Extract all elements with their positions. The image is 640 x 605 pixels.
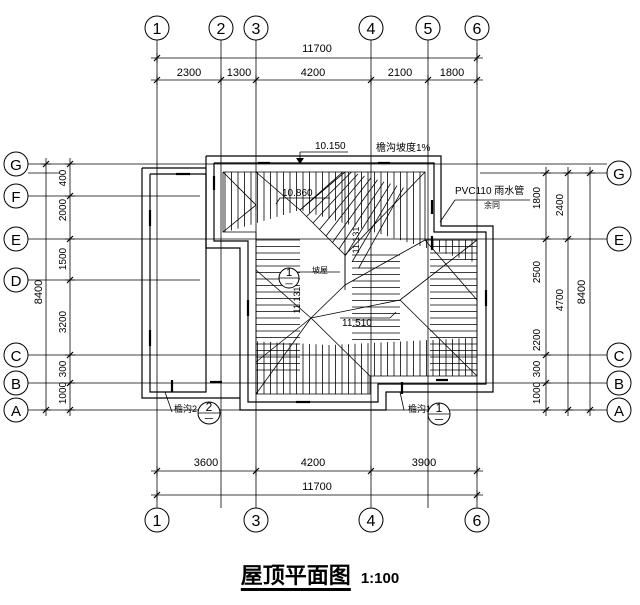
grid-label: 1 xyxy=(153,21,162,38)
grid-bubble-top-2: 2 xyxy=(208,15,234,41)
section-number: 2 xyxy=(206,400,213,414)
dim-top-segment: 4200 xyxy=(301,67,325,79)
dim-left-segment: 300 xyxy=(58,360,69,377)
grid-bubble-right-A: A xyxy=(606,397,632,423)
grid-label: 4 xyxy=(367,513,376,530)
grid-bubble-left-C: C xyxy=(3,342,29,368)
dim-top-segment: 2100 xyxy=(388,67,412,79)
dim-top-overall: 11700 xyxy=(302,43,332,55)
grid-bubble-top-3: 3 xyxy=(243,15,269,41)
elevation-upper: 10.860 xyxy=(282,188,313,199)
dim-right-inner: 2500 xyxy=(532,260,543,283)
grid-bubble-top-5: 5 xyxy=(415,15,441,41)
grid-label: G xyxy=(613,166,625,183)
section-number: 1 xyxy=(436,401,443,415)
section-number: 1 xyxy=(286,267,292,279)
grid-bubble-left-A: A xyxy=(3,397,29,423)
grid-label: 1 xyxy=(153,513,162,530)
grid-label: 6 xyxy=(473,513,482,530)
grid-bubble-left-E: E xyxy=(3,226,29,252)
grid-label: B xyxy=(614,376,624,393)
grid-bubble-left-B: B xyxy=(3,370,29,396)
dim-right-inner: 300 xyxy=(532,360,543,377)
section-callout-center: 1 一 xyxy=(278,267,300,289)
grid-lines xyxy=(28,40,607,508)
dim-bottom-segment: 4200 xyxy=(301,457,325,469)
grid-bubble-right-B: B xyxy=(606,370,632,396)
grid-bubble-bottom-3: 3 xyxy=(243,507,269,533)
drawing-title: 屋顶平面图 xyxy=(240,564,351,589)
grid-label: E xyxy=(614,232,624,249)
gutter-slope-note: 檐沟坡度1% xyxy=(376,141,431,154)
section-callout-right: 1 一 xyxy=(427,401,451,426)
drawing-scale: 1:100 xyxy=(360,570,400,587)
roof-outline xyxy=(141,151,530,413)
grid-bubble-bottom-1: 1 xyxy=(144,507,170,533)
grid-label: A xyxy=(11,403,21,420)
grid-bubble-top-4: 4 xyxy=(358,15,384,41)
grid-label: 6 xyxy=(473,21,482,38)
dim-bottom-segment: 3900 xyxy=(412,457,436,469)
section-callout-left: 2 一 xyxy=(197,400,221,425)
rain-pipe-subnote: 余同 xyxy=(484,200,500,210)
grid-bubble-right-G: G xyxy=(606,160,632,186)
dim-right-overall: 8400 xyxy=(576,280,588,304)
dim-bottom-segment: 3600 xyxy=(194,457,218,469)
elevation-vertical: 11.131 xyxy=(292,287,302,314)
drawing-caption: 屋顶平面图 1:100 xyxy=(0,558,640,598)
section-sheet: 一 xyxy=(204,414,213,424)
elevation-vertical: 11.131 xyxy=(351,227,361,254)
grid-label: F xyxy=(11,189,20,206)
section-sheet: 一 xyxy=(434,415,443,425)
dim-left-segment: 1000 xyxy=(58,381,69,404)
dim-left-segment: 3200 xyxy=(58,310,69,333)
grid-bubble-left-D: D xyxy=(3,267,29,293)
grid-label: G xyxy=(10,157,22,174)
roof-plan-drawing: 1 2 3 4 5 6 1 3 4 6 G F E D C B A G E C … xyxy=(3,15,632,533)
dim-top-segment: 2300 xyxy=(177,67,201,79)
grid-label: D xyxy=(11,273,22,290)
grid-bubble-right-E: E xyxy=(606,226,632,252)
dimension-lines xyxy=(41,53,595,500)
dim-left-overall: 8400 xyxy=(33,280,45,304)
section-sheet: 一 xyxy=(285,280,293,289)
grid-bubble-right-C: C xyxy=(606,342,632,368)
grid-label: 2 xyxy=(217,21,226,38)
grid-label: A xyxy=(614,403,624,420)
grid-bubble-bottom-4: 4 xyxy=(358,507,384,533)
roof-label: 坡屋 xyxy=(312,265,328,275)
dim-right-mid: 2400 xyxy=(555,193,566,216)
grid-bubble-left-F: F xyxy=(3,183,29,209)
dim-left-segment: 2000 xyxy=(58,198,69,221)
grid-label: C xyxy=(614,348,625,365)
dim-left-segment: 400 xyxy=(58,169,69,186)
grid-label: 3 xyxy=(252,513,261,530)
dim-bottom-overall: 11700 xyxy=(302,481,332,493)
dim-right-inner: 2200 xyxy=(532,328,543,351)
grid-label: 4 xyxy=(367,21,376,38)
dim-left-segment: 1500 xyxy=(58,247,69,270)
grid-bubble-top-6: 6 xyxy=(464,15,490,41)
grid-bubble-left-G: G xyxy=(3,151,29,177)
grid-label: 5 xyxy=(424,21,433,38)
grid-label: 3 xyxy=(252,21,261,38)
detail-label-left: 檐沟2 xyxy=(174,403,197,414)
dim-top-segment: 1300 xyxy=(227,67,251,79)
grid-label: B xyxy=(11,376,21,393)
detail-label-right: 檐沟1 xyxy=(408,403,431,414)
grid-label: C xyxy=(11,348,22,365)
grid-label: E xyxy=(11,232,21,249)
grid-bubble-bottom-6: 6 xyxy=(464,507,490,533)
dim-right-inner: 1000 xyxy=(532,381,543,404)
dim-top-segment: 1800 xyxy=(440,67,464,79)
elevation-top: 10.150 xyxy=(315,141,346,152)
elevation-center: 11.510 xyxy=(342,318,372,329)
dim-right-inner: 1800 xyxy=(532,186,543,209)
rain-pipe-note: PVC110 雨水管 xyxy=(455,184,524,197)
dim-right-mid: 4700 xyxy=(555,288,566,311)
grid-bubble-top-1: 1 xyxy=(144,15,170,41)
